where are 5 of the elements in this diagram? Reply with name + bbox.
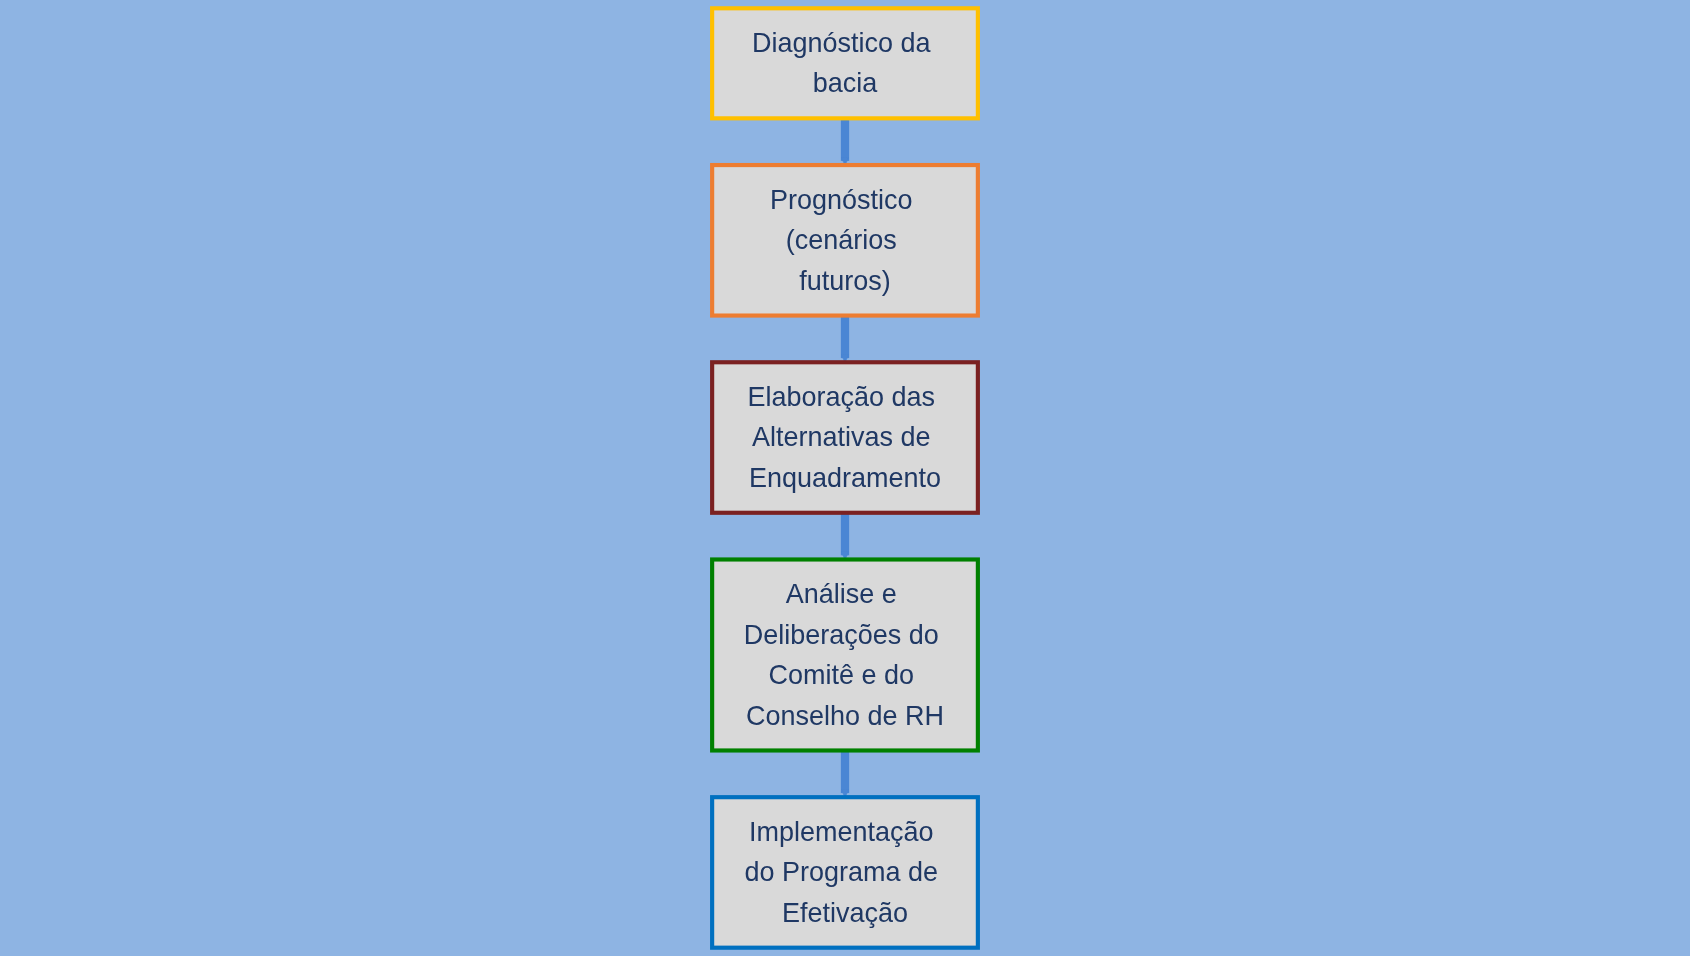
node-box: Análise e Deliberações do Comitê e do Conselho de RH: [710, 557, 980, 753]
node-box: Elaboração das Alternativas de Enquadramento: [710, 360, 980, 515]
node-box: Diagnóstico da bacia: [710, 6, 980, 121]
node-box: Prognóstico (cenários futuros): [710, 162, 980, 318]
node-box: Implementação do Programa de Efetivação: [710, 795, 980, 950]
